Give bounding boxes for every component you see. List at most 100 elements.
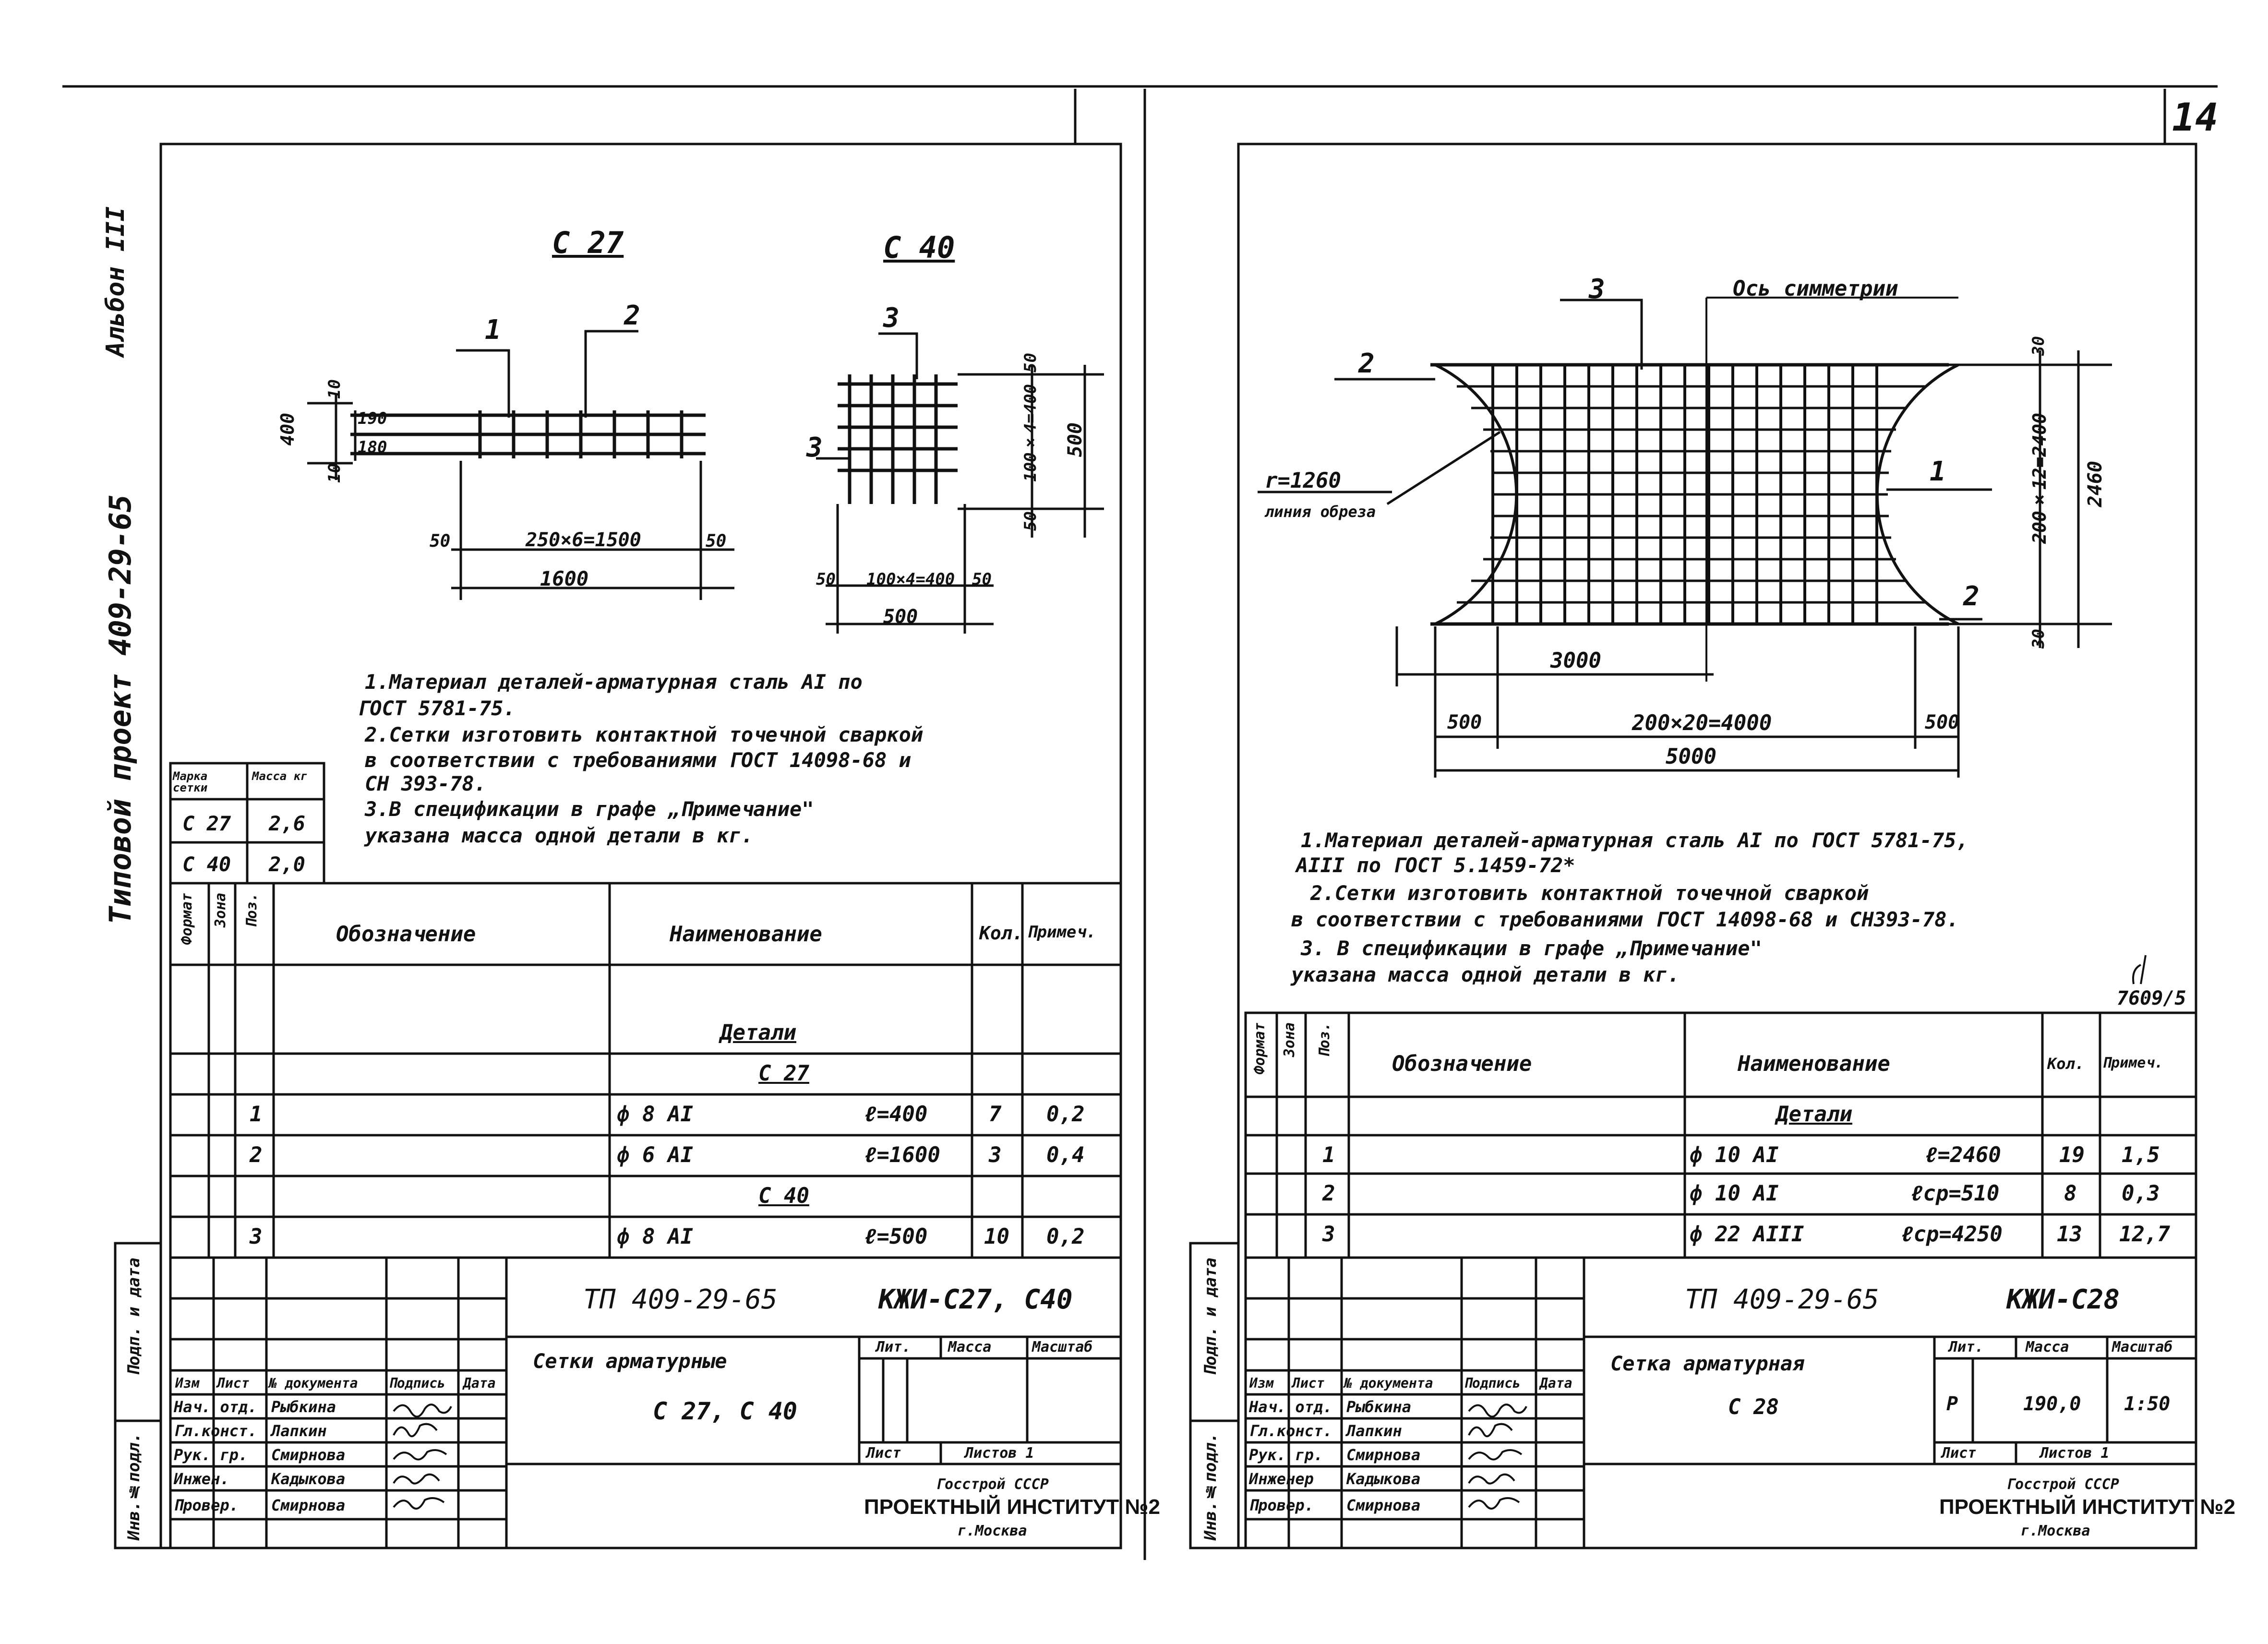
mass-row-value: 2,6 [269, 812, 305, 835]
tb-org3: г.Москва [958, 1523, 1027, 1539]
dim-500h: 500 [883, 606, 918, 628]
row-name: ф 8 АI [617, 1224, 693, 1249]
row-pos: 2 [250, 1143, 263, 1167]
mass-row-mark: С 27 [182, 812, 231, 835]
tb-mass: 190,0 [2023, 1393, 2081, 1415]
note-line: АIII по ГОСТ 5.1459-72* [1296, 853, 1575, 877]
col-head: Лист [217, 1375, 250, 1391]
tb-doc: КЖИ-С28 [2006, 1284, 2120, 1315]
tb-doc: КЖИ-С27, С40 [878, 1284, 1073, 1315]
staff-person: Лапкин [1346, 1422, 1402, 1440]
staff-role: Инженер [1249, 1470, 1314, 1488]
callout-3a: 3 [883, 302, 900, 334]
row-note: 12,7 [2119, 1222, 2170, 1247]
c28-callout-3: 3 [1589, 274, 1605, 305]
spec-head-pos: Поз. [1316, 1022, 1333, 1057]
tb-org2: ПРОЕКТНЫЙ ИНСТИТУТ №2 [864, 1495, 1160, 1519]
spec-head-name: Наименование [670, 922, 822, 947]
staff-person: Смирнова [1346, 1446, 1421, 1464]
spec-head-qty: Кол. [979, 923, 1023, 944]
row-pos: 2 [1322, 1181, 1335, 1206]
tb-name2: С 28 [1728, 1395, 1779, 1419]
staff-role: Гл.конст. [174, 1422, 257, 1440]
dim-180: 180 [358, 438, 387, 457]
row-pos: 3 [250, 1224, 263, 1249]
col-head: Дата [1540, 1375, 1572, 1391]
dim-50a: 50 [430, 531, 451, 551]
col-head: Подпись [389, 1375, 446, 1391]
tb-name2: С 27, С 40 [653, 1397, 798, 1425]
spec-head-format: Формат [179, 893, 195, 945]
dim-10: 10 [325, 379, 344, 399]
staff-role: Провер. [174, 1496, 239, 1514]
row-name: ф 6 АI [617, 1143, 693, 1167]
dim-500v: 500 [1064, 422, 1086, 457]
staff-person: Рыбкина [271, 1398, 336, 1416]
note-line: 2.Сетки изготовить контактной точечной с… [1310, 881, 1869, 905]
row-note: 0,3 [2122, 1181, 2160, 1206]
spec-head-designation: Обозначение [1392, 1052, 1532, 1076]
row-len: ℓср=510 [1910, 1181, 2000, 1206]
spec-head-format: Формат [1251, 1022, 1268, 1075]
tb-org2: ПРОЕКТНЫЙ ИНСТИТУТ №2 [1939, 1495, 2235, 1519]
row-name: ф 10 АI [1690, 1143, 1779, 1167]
col-head: Изм [175, 1375, 200, 1391]
dim-250x6: 250×6=1500 [526, 529, 641, 551]
spec-group-c27: С 27 [758, 1061, 809, 1086]
row-name: ф 8 АI [617, 1102, 693, 1127]
note-line: 3.В спецификации в графе „Примечание" [365, 797, 814, 821]
staff-person: Кадыкова [271, 1470, 346, 1488]
note-line: указана масса одной детали в кг. [365, 824, 754, 847]
note-line: 1.Материал деталей-арматурная сталь АI п… [1301, 828, 1968, 852]
tb-lit: Р [1946, 1393, 1958, 1415]
row-pos: 3 [1322, 1222, 1335, 1247]
note-line: СН 393-78. [365, 772, 486, 795]
c28-callout-1: 1 [1930, 456, 1946, 487]
row-name: ф 10 АI [1690, 1181, 1779, 1206]
tb-scale: 1:50 [2124, 1393, 2171, 1415]
dim-100x4v: 100×4=400 [1021, 384, 1040, 482]
row-note: 0,2 [1046, 1102, 1085, 1127]
row-qty: 7 [989, 1102, 1002, 1127]
stamp-label-inv: Инв.№подл. [124, 1433, 144, 1541]
dim-200x12: 200×12=2400 [2029, 413, 2050, 544]
row-len: ℓср=4250 [1901, 1222, 2003, 1247]
row-pos: 1 [1322, 1143, 1335, 1167]
c27-title: С 27 [552, 225, 624, 260]
row-len: ℓ=500 [864, 1224, 928, 1249]
dim-190: 190 [358, 409, 387, 428]
row-note: 0,2 [1046, 1224, 1085, 1249]
col-head: № документа [269, 1375, 358, 1391]
dim-30a: 30 [2029, 336, 2048, 356]
spec-head-designation: Обозначение [336, 922, 476, 947]
dim-1600: 1600 [540, 567, 589, 590]
dim-500a: 500 [1447, 711, 1482, 733]
dim-2460: 2460 [2084, 461, 2106, 507]
note-line: в соответствии с требованиями ГОСТ 14098… [1291, 908, 1959, 931]
tb-sheets: Листов 1 [2040, 1445, 2110, 1462]
dim-50c: 50 [1021, 353, 1040, 372]
dim-200x20: 200×20=4000 [1632, 711, 1772, 735]
spec-head-zone: Зона [212, 893, 229, 928]
staff-person: Лапкин [271, 1422, 327, 1440]
row-note: 0,4 [1046, 1143, 1085, 1167]
note-line: в соответствии с требованиями ГОСТ 14098… [365, 748, 911, 772]
c28-callout-2a: 2 [1358, 348, 1375, 379]
spec-head-note: Примеч. [1027, 923, 1096, 942]
page-number: 14 [2172, 95, 2219, 140]
note-line: указана масса одной детали в кг. [1291, 963, 1680, 986]
dim-50f: 50 [972, 570, 992, 589]
staff-role: Рук. гр. [1249, 1446, 1323, 1464]
tb-project: ТП 409-29-65 [583, 1284, 778, 1315]
row-len: ℓ=400 [864, 1102, 928, 1127]
tb-name1: Сетка арматурная [1610, 1352, 1805, 1375]
radius-label: r=1260 [1265, 468, 1341, 493]
c28-callout-2b: 2 [1963, 581, 1980, 612]
staff-person: Смирнова [1346, 1496, 1421, 1514]
col-head: Дата [463, 1375, 496, 1391]
dim-400: 400 [277, 413, 298, 446]
row-name: ф 22 АIII [1690, 1222, 1804, 1247]
row-qty: 19 [2059, 1143, 2085, 1167]
tb-head-scale: Масштаб [2112, 1339, 2173, 1356]
